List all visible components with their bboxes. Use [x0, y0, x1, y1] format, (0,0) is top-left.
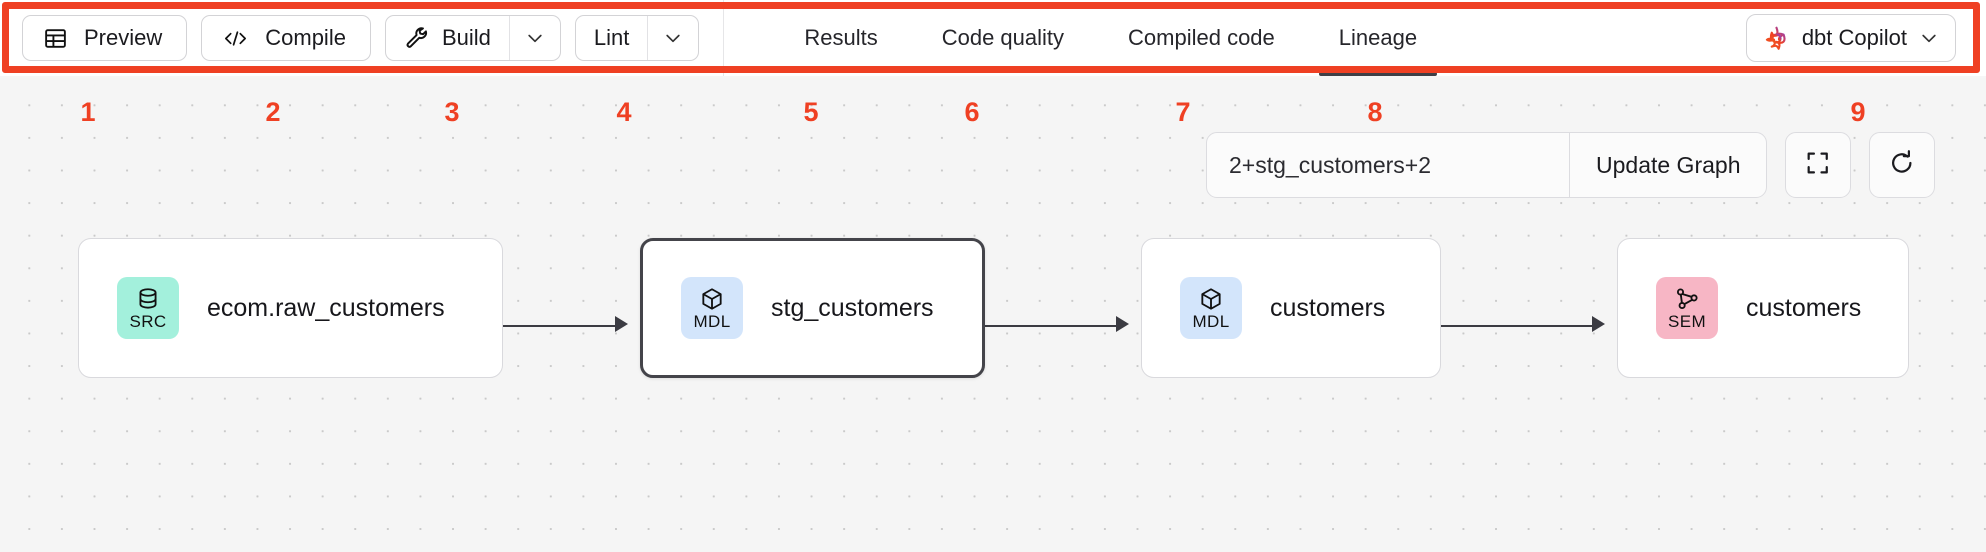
- toolbar-actions: Preview Compile Build: [0, 0, 700, 76]
- lineage-node-stg-customers[interactable]: MDL stg_customers: [640, 238, 985, 378]
- toolbar-divider: [723, 0, 725, 76]
- edge-arrow: [1116, 316, 1129, 332]
- lineage-graph: SRC ecom.raw_customers MDL stg_customers: [0, 78, 1986, 552]
- build-button[interactable]: Build: [386, 16, 509, 60]
- tab-compiled-code[interactable]: Compiled code: [1128, 25, 1275, 50]
- result-tabs: Results Code quality Compiled code Linea…: [724, 0, 1449, 76]
- lint-button[interactable]: Lint: [576, 16, 647, 60]
- node-name: ecom.raw_customers: [207, 293, 445, 322]
- node-type-badge-sem: SEM: [1656, 277, 1718, 339]
- tab-results[interactable]: Results: [804, 25, 878, 50]
- graph-selector-group: 2+stg_customers+2 Update Graph: [1206, 132, 1768, 198]
- edge-arrow: [1592, 316, 1605, 332]
- dbt-selector-input[interactable]: 2+stg_customers+2: [1229, 151, 1432, 178]
- tab-lineage[interactable]: Lineage: [1307, 0, 1449, 76]
- node-type-badge-mdl: MDL: [681, 277, 743, 339]
- edge-customers-to-semantic: [1441, 325, 1592, 327]
- database-icon: [135, 286, 161, 312]
- code-icon: [222, 26, 249, 51]
- node-type-label: SEM: [1667, 312, 1707, 331]
- preview-button[interactable]: Preview: [22, 15, 188, 61]
- node-type-badge-mdl: MDL: [1180, 277, 1242, 339]
- toolbar-right: dbt Copilot: [1745, 14, 1986, 62]
- edge-stg-to-customers: [985, 325, 1116, 327]
- lineage-node-customers-model[interactable]: MDL customers: [1141, 238, 1441, 378]
- graph-controls: 2+stg_customers+2 Update Graph: [1206, 132, 1936, 198]
- compile-button[interactable]: Compile: [201, 15, 371, 61]
- edge-arrow: [615, 316, 628, 332]
- refresh-icon: [1888, 149, 1916, 182]
- lint-label: Lint: [593, 25, 630, 50]
- cube-icon: [1198, 286, 1224, 312]
- node-name: customers: [1746, 293, 1862, 322]
- semantic-graph-icon: [1674, 286, 1700, 312]
- wrench-icon: [404, 25, 430, 51]
- lint-button-group[interactable]: Lint: [574, 15, 700, 61]
- table-icon: [43, 26, 68, 51]
- node-name: stg_customers: [771, 293, 934, 322]
- cube-icon: [699, 286, 725, 312]
- refresh-button[interactable]: [1869, 132, 1936, 198]
- edge-raw-to-stg: [503, 325, 615, 327]
- update-graph-button[interactable]: Update Graph: [1569, 133, 1766, 197]
- tab-code-quality[interactable]: Code quality: [941, 25, 1065, 50]
- build-button-group[interactable]: Build: [384, 15, 561, 61]
- build-dropdown-toggle[interactable]: [508, 16, 560, 60]
- node-type-label: MDL: [1192, 312, 1230, 331]
- expand-icon: [1804, 149, 1832, 182]
- chevron-down-icon: [1919, 28, 1939, 48]
- lineage-node-raw-customers[interactable]: SRC ecom.raw_customers: [78, 238, 503, 378]
- node-name: customers: [1270, 293, 1386, 322]
- node-type-badge-src: SRC: [117, 277, 179, 339]
- fullscreen-button[interactable]: [1785, 132, 1852, 198]
- lint-dropdown-toggle[interactable]: [647, 16, 698, 60]
- dbt-copilot-button[interactable]: dbt Copilot: [1745, 14, 1956, 62]
- compile-label: Compile: [265, 25, 346, 50]
- preview-label: Preview: [84, 25, 163, 50]
- chevron-down-icon: [663, 28, 683, 48]
- chevron-down-icon: [525, 28, 545, 48]
- build-label: Build: [441, 25, 491, 50]
- dbt-copilot-sparkle-icon: [1763, 25, 1790, 52]
- node-type-label: SRC: [129, 312, 167, 331]
- dbt-copilot-label: dbt Copilot: [1801, 25, 1907, 50]
- editor-toolbar: Preview Compile Build: [0, 0, 1986, 76]
- node-type-label: MDL: [693, 312, 731, 331]
- lineage-node-customers-semantic[interactable]: SEM customers: [1617, 238, 1909, 378]
